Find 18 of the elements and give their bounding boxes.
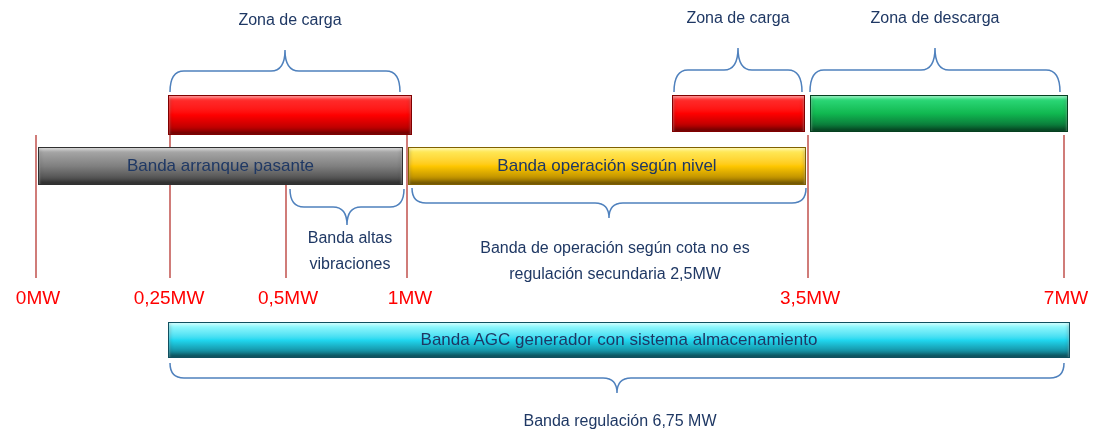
tick-label: 1MW <box>386 286 434 310</box>
band-bar <box>672 95 805 132</box>
band-label: Banda regulación 6,75 MW <box>522 411 718 431</box>
band-bar <box>810 95 1068 132</box>
band-bar <box>168 95 412 135</box>
band-label: Banda de operación según cota no es regulación secundaria 2,5MW <box>479 238 751 284</box>
tick-label: 3,5MW <box>778 286 842 310</box>
tick-label: 0,25MW <box>132 286 206 310</box>
zone-label: Zona de descarga <box>869 8 1001 28</box>
band-bar: Banda arranque pasante <box>38 147 403 185</box>
tick-label: 0,5MW <box>256 286 320 310</box>
tick-label: 0MW <box>14 286 62 310</box>
band-bar: Banda AGC generador con sistema almacenamiento <box>168 322 1070 358</box>
band-bar: Banda operación según nivel <box>408 147 806 185</box>
band-label: Banda altas vibraciones <box>306 228 394 274</box>
zone-label: Zona de carga <box>685 8 791 28</box>
zone-label: Zona de carga <box>237 10 343 30</box>
tick-label: 7MW <box>1042 286 1090 310</box>
